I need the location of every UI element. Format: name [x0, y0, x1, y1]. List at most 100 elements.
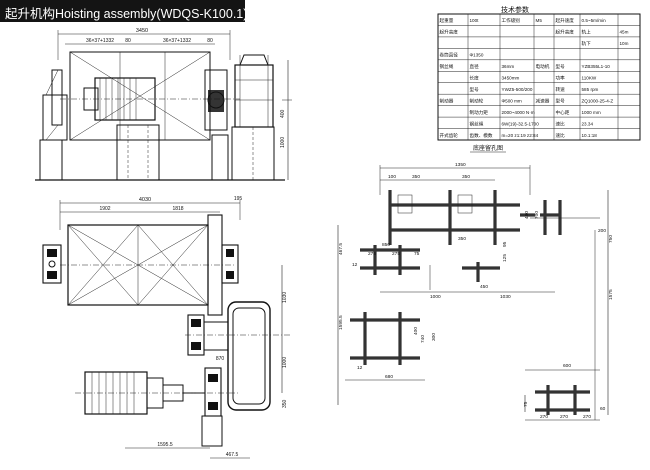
- foundation-dim-label: 350: [458, 236, 466, 242]
- foundation-dim-label: 300: [431, 333, 437, 341]
- spec-cell: YWZ5-500/200: [502, 87, 533, 92]
- spec-cell: 型号: [556, 63, 566, 70]
- spec-cell: 0.5~5m/min: [582, 18, 607, 23]
- spec-table-heading: 技术参数: [501, 5, 529, 14]
- side-dim-400: 400: [280, 109, 286, 118]
- spec-cell: 电动机: [536, 63, 550, 70]
- foundation-dim-label: 740: [420, 335, 426, 343]
- foundation-dim-label: 60: [600, 406, 606, 412]
- side-dim-80-left: 80: [125, 38, 131, 44]
- spec-cell: 齿数、模数: [470, 132, 493, 139]
- spec-cell: 36mm: [502, 64, 515, 69]
- spec-cell: 10m: [620, 41, 629, 46]
- foundation-dim-label: 95: [502, 241, 508, 247]
- spec-cell: 直径: [470, 63, 480, 69]
- foundation-dim-label: 200: [598, 228, 606, 234]
- spec-cell: 制动器: [440, 97, 454, 104]
- foundation-dim-label: 12: [352, 262, 358, 268]
- spec-cell: 23.34: [582, 121, 594, 126]
- spec-cell: 1000 mm: [582, 110, 601, 115]
- foundation-dim-label: 270: [560, 414, 568, 420]
- plan-dim-1818: 1818: [172, 206, 183, 212]
- spec-cell: 开式齿轮: [440, 132, 459, 139]
- foundation-dim-label: 490: [524, 211, 530, 219]
- foundation-dim-label: 400: [413, 327, 419, 335]
- side-dim-rope-left: 36×37+1332: [86, 38, 114, 44]
- spec-cell: 钢丝绳: [470, 120, 484, 127]
- side-view: 3450 36×37+1332 80 36×37+1332 80: [35, 28, 292, 181]
- foundation-dim-label: 1575: [608, 289, 614, 300]
- spec-cell: 起升高度: [440, 29, 459, 36]
- spec-cell: 10.1:18: [582, 133, 598, 138]
- spec-cell: ZQ1000-25-4-Z: [582, 98, 614, 103]
- foundation-dim-label: 12: [357, 365, 363, 371]
- foundation-dim-label: 450: [480, 284, 488, 290]
- plan-dim-4030: 4030: [139, 197, 151, 203]
- spec-cell: 起重量: [440, 17, 454, 24]
- foundation-dim-label: 750: [608, 235, 614, 243]
- spec-cell: 速比: [556, 132, 566, 139]
- side-dim-3450: 3450: [136, 28, 148, 34]
- spec-cell: 制动力矩: [470, 109, 489, 116]
- plan-dim-350: 350: [282, 399, 288, 408]
- spec-cell: YZB355L1-10: [582, 64, 611, 69]
- foundation-dim-label: 270: [583, 414, 591, 420]
- spec-cell: Φ500 mm: [502, 98, 522, 103]
- foundation-dim-label: 350: [412, 174, 420, 180]
- spec-cell: 起升高度: [556, 29, 575, 36]
- spec-cell: 长度: [470, 75, 480, 82]
- foundation-dim-label: 700: [534, 211, 540, 219]
- foundation-dim-label: 100: [388, 174, 396, 180]
- foundation-dim-label: 600: [563, 363, 571, 369]
- spec-cell: 45m: [620, 30, 629, 35]
- spec-cell: 中心距: [556, 109, 570, 116]
- plan-dim-1030: 1030: [282, 292, 288, 303]
- spec-cell: 3450mm: [502, 76, 520, 81]
- spec-cell: 速比: [556, 120, 566, 127]
- plan-dim-467: 467.5: [226, 452, 239, 458]
- side-dim-rope-right: 36×37+1332: [163, 38, 191, 44]
- spec-cell: 2000~4000 N·m: [502, 110, 535, 115]
- spec-cell: 转速: [556, 86, 566, 93]
- spec-cell: 减速器: [536, 97, 550, 104]
- plan-dim-1000: 1000: [282, 357, 288, 368]
- spec-cell: 轨下: [582, 40, 592, 47]
- foundation-dim-label: 75: [523, 401, 529, 407]
- foundation-dim-label: 1595.5: [338, 315, 344, 330]
- spec-cell: 型号: [470, 86, 480, 93]
- spec-cell: 100t: [470, 18, 480, 23]
- spec-cell: m=20 z1:19 z2:84: [502, 133, 539, 138]
- foundation-dim-label: 467.5: [338, 243, 344, 255]
- drawing-title: 起升机构Hoisting assembly(WDQS-K100.1): [5, 7, 248, 21]
- foundation-dim-label: 680: [385, 374, 393, 380]
- spec-cell: 功率: [556, 75, 566, 82]
- spec-cell: 轨上: [582, 29, 592, 36]
- spec-cell: 卷筒直径: [440, 52, 459, 59]
- spec-cell: 钢丝绳: [440, 63, 454, 70]
- foundation-dim-label: 850: [382, 242, 390, 248]
- foundation-dim-label: 275: [368, 251, 376, 257]
- plan-view: 4030 1902 1818 195: [42, 196, 290, 459]
- side-dim-80-right: 80: [207, 38, 213, 44]
- spec-cell: 型号: [556, 97, 566, 104]
- spec-cell: Φ1350: [470, 53, 484, 58]
- spec-cell: M5: [536, 18, 543, 23]
- foundation-dim-label: 275: [392, 251, 400, 257]
- foundation-heading: 底座留孔图: [473, 144, 503, 152]
- title-bar: 起升机构Hoisting assembly(WDQS-K100.1): [0, 0, 248, 22]
- foundation-dim-label: 1030: [500, 294, 511, 300]
- spec-cell: 110KW: [582, 76, 597, 81]
- foundation-dim-label: 1350: [455, 162, 466, 168]
- plan-dim-1595: 1595.5: [157, 442, 173, 448]
- foundation-dim-label: 125: [502, 254, 508, 262]
- foundation-dim-label: 75: [414, 251, 420, 257]
- spec-cell: 585 rpm: [582, 87, 599, 92]
- spec-cell: 工作级别: [502, 17, 521, 24]
- foundation-dim-label: 1000: [430, 294, 441, 300]
- foundation-dim-label: 350: [462, 174, 470, 180]
- foundation-dim-label: 270: [540, 414, 548, 420]
- plan-dim-1902: 1902: [99, 206, 110, 212]
